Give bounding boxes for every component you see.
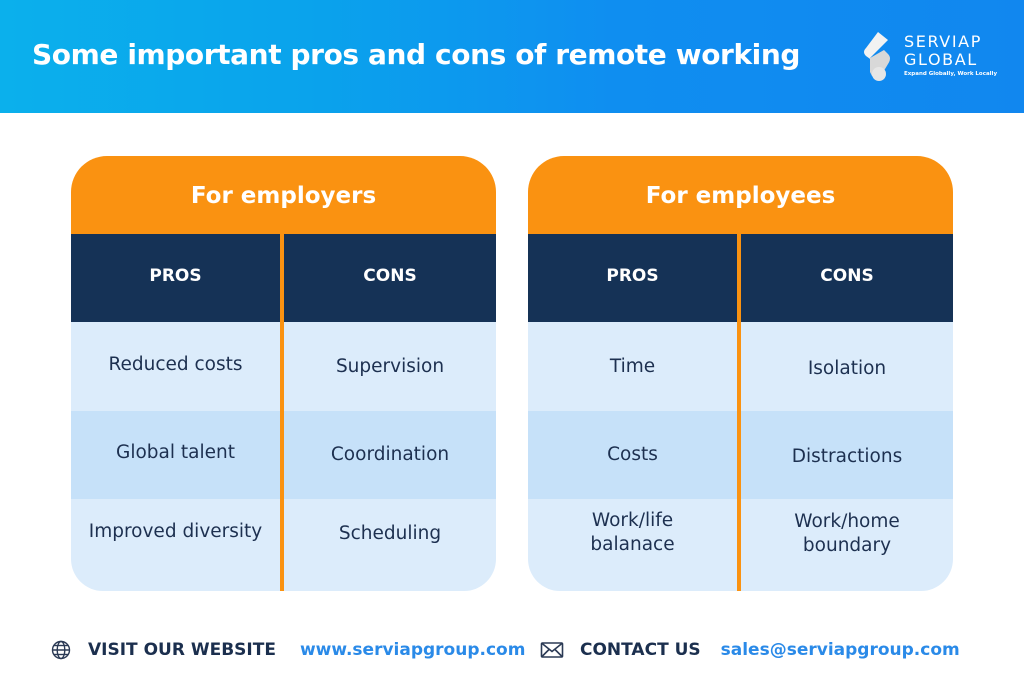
website-label: VISIT OUR WEBSITE [88,640,276,660]
header-banner: Some important pros and cons of remote w… [0,0,1024,113]
con-cell: Coordination [330,444,450,465]
page-title: Some important pros and cons of remote w… [32,38,801,71]
employers-table: For employers PROS CONS Reduced costs Su… [71,156,496,591]
con-cell: Isolation [807,357,887,379]
con-cell: Supervision [335,355,445,377]
envelope-icon [540,642,564,658]
con-cell: Work/home boundary [794,511,900,556]
column-header-pros: PROS [528,234,737,322]
table-title: For employers [71,156,496,234]
pro-cell: Global talent [116,442,235,463]
footer-website: VISIT OUR WEBSITE www.serviapgroup.com [50,637,525,663]
table-title: For employees [528,156,953,234]
con-cell: Distractions [791,446,903,467]
con-cell: Scheduling [338,523,442,544]
contact-email-link[interactable]: sales@serviapgroup.com [720,640,960,660]
serviap-logo-icon [864,32,890,81]
pro-cell: Work/life balanace [590,510,675,555]
logo-tagline: Expand Globally, Work Locally [904,71,998,77]
column-header-cons: CONS [284,234,496,322]
pro-cell: Costs [607,444,658,465]
pro-cell: Reduced costs [108,353,243,375]
column-header-pros: PROS [71,234,280,322]
pro-cell: Improved diversity [88,521,263,542]
website-link[interactable]: www.serviapgroup.com [299,640,526,660]
table-body: PROS CONS Reduced costs Supervision Glob… [71,234,496,591]
column-divider [737,234,741,591]
table-body: PROS CONS Time Isolation Costs Distracti… [528,234,953,591]
pro-cell: Time [609,355,656,377]
contact-label: CONTACT US [580,640,701,660]
logo-wordmark-line2: GLOBAL [904,50,978,69]
footer-contact: CONTACT US sales@serviapgroup.com [540,637,960,663]
serviap-logo[interactable]: SERVIAP GLOBAL Expand Globally, Work Loc… [858,30,997,86]
column-header-cons: CONS [741,234,953,322]
column-divider [280,234,284,591]
employees-table: For employees PROS CONS Time Isolation C… [528,156,953,591]
globe-icon [51,640,71,660]
logo-wordmark-line1: SERVIAP [904,32,982,51]
